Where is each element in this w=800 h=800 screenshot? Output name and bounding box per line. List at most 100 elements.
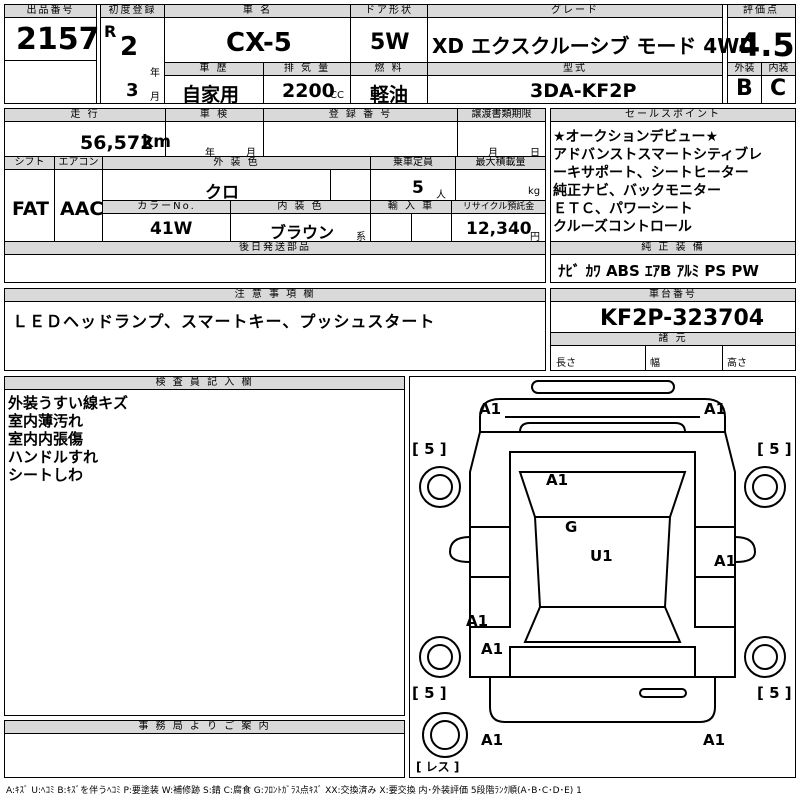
name-label: 車 名 [165,5,350,18]
later-parts-label: 後日発送部品 [5,242,545,255]
mileage-label: 走 行 [5,109,165,122]
chassis-label: 車台番号 [551,289,795,302]
width-label: 幅 [650,358,660,369]
chassis-number: KF2P-323704 [600,306,765,331]
header-block [4,4,796,104]
chassis-block [550,288,796,371]
car-diagram [409,376,796,778]
first-reg-label: 初度登録 [101,5,164,18]
recycle-fee: 12,340 [466,219,532,239]
month-unit: 月 [150,92,160,103]
sales-block [550,108,796,283]
inspector-line: シートしわ [8,466,84,484]
lot-number: 2157 [16,22,100,57]
capacity: 5 [412,178,424,198]
history-label: 車 歴 [165,63,263,76]
ext-grade: B [736,76,753,101]
grade-label: グレード [428,5,722,18]
sales-line: 純正ナビ、バックモニター [553,183,721,199]
body-color: クロ [205,183,239,203]
damage-mark: A1 [481,731,504,749]
equip-label: 純 正 装 備 [551,242,795,255]
inspector-label: 検 査 員 記 入 欄 [5,377,404,390]
door-label: ドア形状 [351,5,427,18]
lot-label: 出品番号 [5,5,96,18]
tire-tread-fl: [ 5 ] [412,440,447,458]
damage-mark: A1 [704,400,727,418]
office-label: 事 務 局 よ り ご 案 内 [5,721,404,734]
inspection-label: 車 検 [166,109,263,122]
color-label: 外 装 色 [103,157,370,170]
ac: AAC [60,198,104,220]
office-block [4,720,405,778]
regno-label: 登 録 番 号 [264,109,457,122]
inspector-line: 室内内張傷 [8,430,84,448]
transfer-month-unit: 月 [488,148,498,159]
notes-text: ＬＥＤヘッドランプ、スマートキー、プッシュスタート [12,312,436,331]
ext-label: 外装 [728,63,761,76]
cc-unit: CC [330,90,344,101]
era: R [104,22,117,41]
capacity-label: 乗車定員 [371,157,455,170]
damage-mark: A1 [714,552,737,570]
spec-block [4,108,546,283]
int-grade: C [770,76,787,101]
damage-mark: A1 [703,731,726,749]
car-history: 自家用 [182,84,240,106]
load-label: 最大積載量 [456,157,545,170]
transfer-label: 譲渡書類期限 [458,109,545,122]
km-unit: km [142,132,172,152]
inspector-line: 外装うすい線キズ [8,394,129,412]
int-color-kei: 系 [356,232,366,243]
sales-points: ★オークションデビュー★ アドバンストスマートシティブレ ーキサポート、シートヒ… [553,128,795,236]
car-outline-diagram [419,380,786,758]
mileage: 56,572 [80,132,154,154]
damage-mark: A1 [546,471,569,489]
kg-unit: kg [528,186,541,197]
damage-mark: G [565,518,578,536]
int-label: 内装 [762,63,795,76]
model-code: 3DA-KF2P [530,80,637,102]
insp-year-unit: 年 [205,148,215,159]
notes-block [4,288,546,371]
yen-unit: 円 [530,232,540,243]
model-label: 型式 [428,63,722,76]
height-label: 高さ [727,358,747,369]
score: 4.5 [738,26,795,64]
spare-tire-label: [ レス ] [416,760,460,774]
fuel-label: 燃 料 [351,63,427,76]
reg-month: 3 [126,80,139,101]
tire-tread-rr: [ 5 ] [757,684,792,702]
sales-line: クルーズコントロール [553,219,692,235]
sales-line: ーキサポート、シートヒーター [553,165,749,181]
reg-year: 2 [120,32,139,62]
shift-label: シフト [5,157,54,170]
inspector-block [4,376,405,716]
ac-label: エアコン [55,157,102,170]
dims-label: 諸 元 [551,333,795,346]
displacement: 2200 [282,80,335,102]
fuel: 軽油 [370,84,409,106]
damage-mark: A1 [481,640,504,658]
damage-mark: U1 [590,547,613,565]
color-no-label: カラーNo. [103,201,230,214]
tire-tread-fr: [ 5 ] [757,440,792,458]
capacity-unit: 人 [436,190,446,201]
interior-color: ブラウン [270,223,335,242]
int-color-label: 内 装 色 [231,201,370,214]
legend: A:ｷｽﾞ U:ﾍｺﾐ B:ｷｽﾞを伴うﾍｺﾐ P:要塗装 W:補修跡 S:錆 … [6,786,582,796]
sales-line: ★オークションデビュー★ [553,129,719,145]
tire-tread-rl: [ 5 ] [412,684,447,702]
notes-label: 注 意 事 項 欄 [5,289,545,302]
damage-mark: A1 [466,612,489,630]
sales-line: ＥＴＣ、パワーシート [553,201,693,217]
shift: FAT [12,198,49,220]
transfer-day-unit: 日 [530,148,540,159]
grade: XD エクスクルーシブ モード 4WD [432,34,756,58]
import-label: 輸 入 車 [371,201,451,214]
inspector-line: 室内薄汚れ [8,412,84,430]
insp-month-unit: 月 [246,148,256,159]
score-label: 評価点 [727,5,795,18]
sales-label: セールスポイント [551,109,795,122]
color-number: 41W [150,219,193,239]
